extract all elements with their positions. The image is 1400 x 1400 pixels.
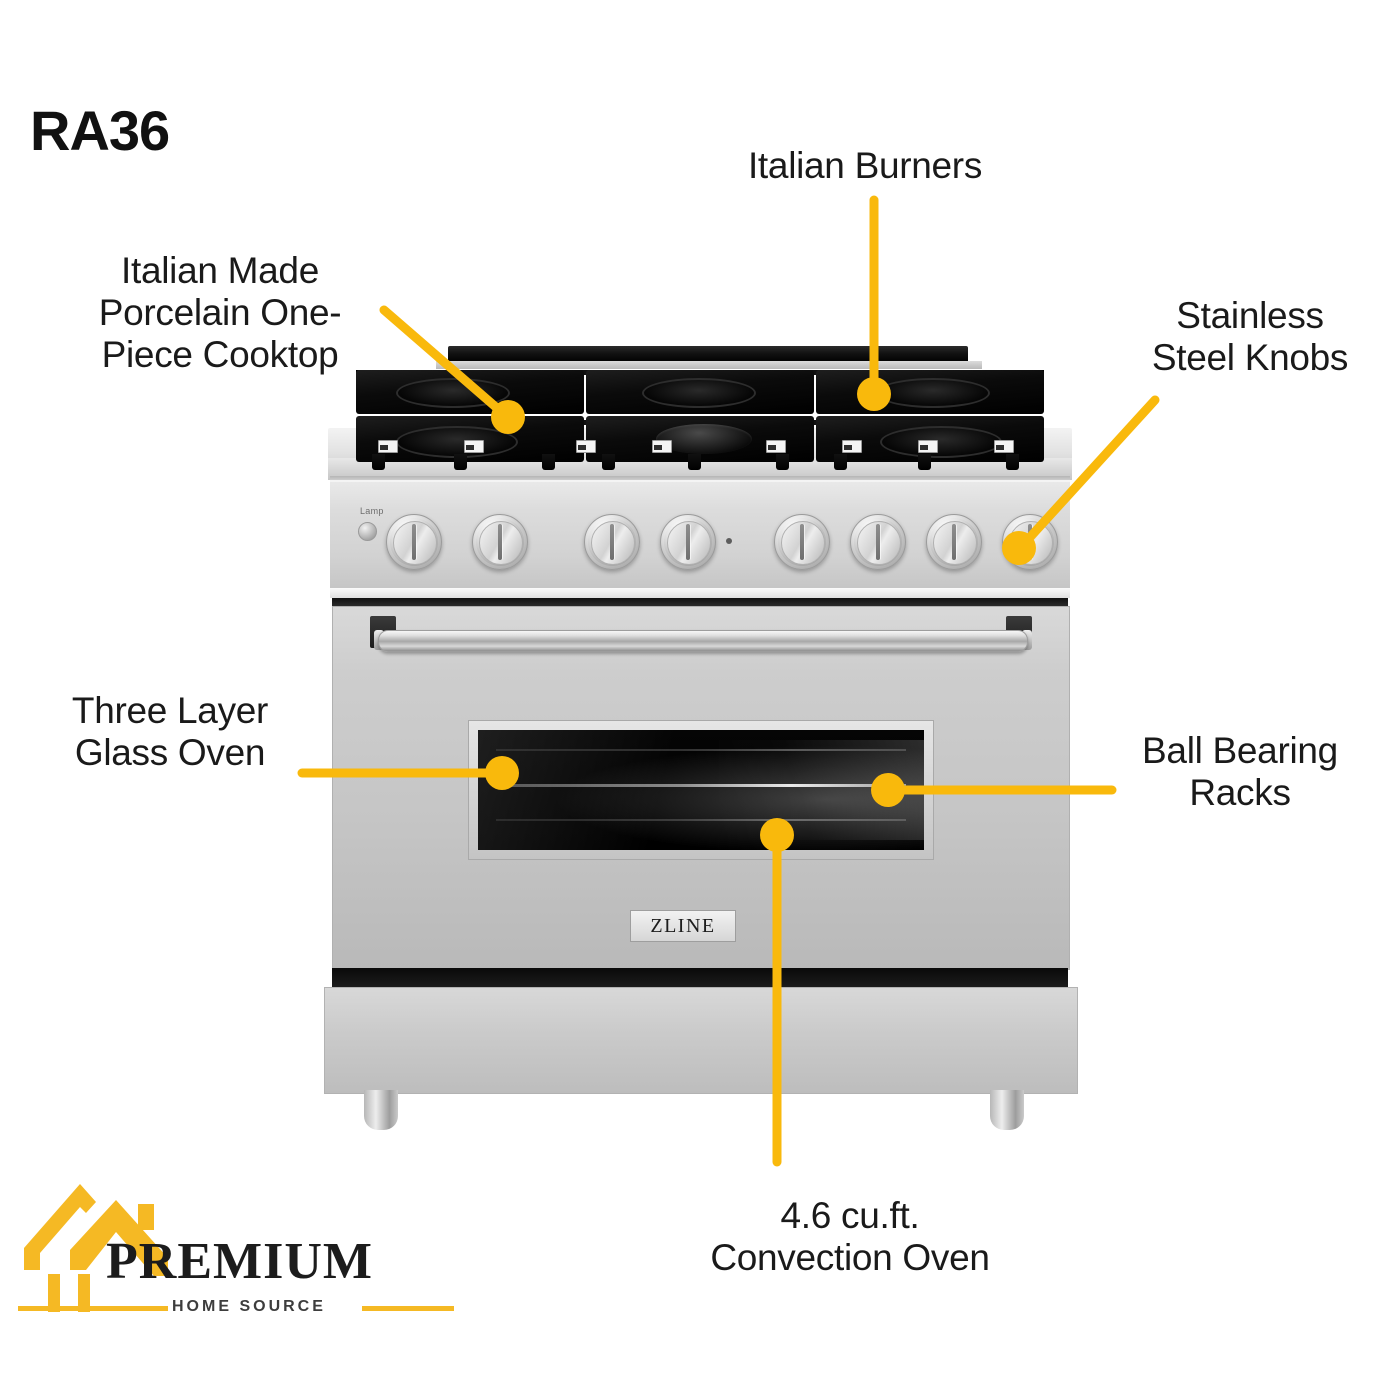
ignitor-indicator	[726, 538, 732, 544]
oven-rack-middle	[495, 784, 907, 787]
burner-knob-5[interactable]	[774, 514, 830, 570]
cooktop-back-rail	[448, 346, 968, 363]
knob-decal-8	[994, 440, 1014, 453]
logo-tagline: HOME SOURCE	[172, 1298, 326, 1315]
control-panel-bottom-strip	[330, 588, 1070, 598]
burner-knob-3[interactable]	[584, 514, 640, 570]
callout-label-knobs: Stainless Steel Knobs	[1151, 295, 1349, 378]
cast-iron-grates	[356, 368, 1044, 470]
callout-label-glass: Three Layer Glass Oven	[71, 690, 269, 773]
oven-door-top-gap	[332, 598, 1068, 607]
knob-decal-3	[576, 440, 596, 453]
burner-knob-8[interactable]	[1002, 514, 1058, 570]
page-title: RA36	[30, 99, 170, 162]
knob-decal-5	[766, 440, 786, 453]
leg-right	[990, 1090, 1024, 1130]
kickplate	[324, 987, 1078, 1094]
knob-decal-2	[464, 440, 484, 453]
burner-knob-2[interactable]	[472, 514, 528, 570]
knob-decal-4	[652, 440, 672, 453]
logo-rule-left	[18, 1306, 168, 1311]
brand-logo: PREMIUM HOME SOURCE	[18, 1178, 458, 1338]
burner-5	[656, 424, 752, 454]
logo-wordmark: PREMIUM	[106, 1233, 373, 1290]
burner-knob-4[interactable]	[660, 514, 716, 570]
knob-decal-7	[918, 440, 938, 453]
oven-door-handle[interactable]	[378, 630, 1028, 652]
brand-badge: ZLINE	[630, 910, 736, 942]
glass-reflection	[718, 739, 924, 841]
kickplate-gap	[332, 968, 1068, 988]
callout-label-burners: Italian Burners	[747, 145, 983, 186]
house-roof-icon	[24, 1184, 168, 1312]
cooktop-back-rail-base	[436, 361, 982, 369]
lamp-label: Lamp	[360, 506, 384, 516]
leg-left	[364, 1090, 398, 1130]
oven-window-frame	[468, 720, 934, 860]
burner-6	[880, 426, 1002, 458]
burner-knob-7[interactable]	[926, 514, 982, 570]
burner-1	[396, 378, 510, 408]
burner-knob-6[interactable]	[850, 514, 906, 570]
callout-label-racks: Ball Bearing Racks	[1142, 730, 1338, 813]
callout-label-convection: 4.6 cu.ft. Convection Oven	[710, 1195, 990, 1278]
burner-3	[876, 378, 990, 408]
product-image-gas-range: Lamp	[318, 340, 1082, 1140]
knob-decal-1	[378, 440, 398, 453]
control-panel-top-edge	[330, 476, 1070, 482]
lamp-button[interactable]	[358, 522, 377, 541]
knob-decal-6	[842, 440, 862, 453]
burner-knob-1[interactable]	[386, 514, 442, 570]
oven-rack-bottom	[495, 818, 907, 821]
three-layer-glass-window	[478, 730, 924, 850]
logo-rule-right	[362, 1306, 454, 1311]
burner-2	[642, 378, 756, 408]
oven-rack-reflection-top	[495, 749, 907, 752]
callout-label-cooktop: Italian Made Porcelain One- Piece Cookto…	[98, 250, 342, 375]
control-panel: Lamp	[330, 480, 1070, 596]
brand-badge-label: ZLINE	[650, 914, 716, 937]
